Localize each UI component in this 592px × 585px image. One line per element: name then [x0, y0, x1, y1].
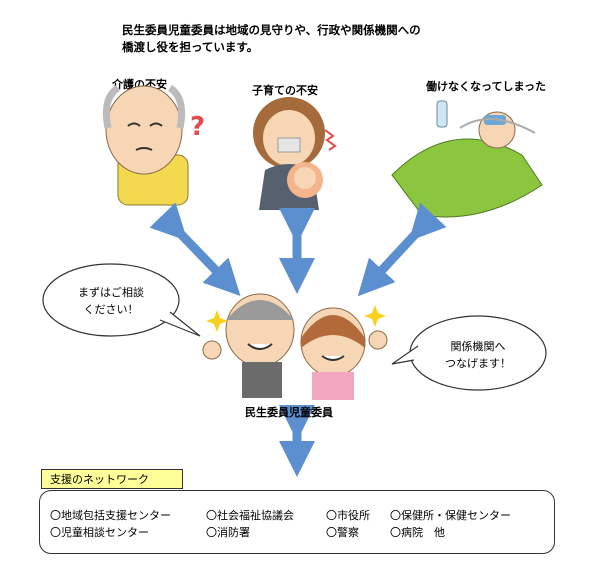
intro-text: 民生委員児童委員は地域の見守りや、行政や関係機関への 橋渡し役を担っています。: [122, 22, 482, 56]
left-bubble-line-1: まずはご相談: [78, 286, 144, 299]
left-bubble-line-2: ください！: [83, 303, 139, 316]
arrow-right-diagonal: [357, 202, 447, 297]
sick-person-illustration: [391, 100, 543, 218]
mother-baby-illustration: [253, 97, 337, 210]
support-item-hospital: 〇病院 他: [390, 526, 445, 539]
label-unable-to-work: 働けなくなってしまった: [426, 80, 547, 93]
support-network-tag: 支援のネットワーク: [41, 469, 183, 489]
support-item-fire-station: 〇消防署: [206, 526, 250, 539]
support-item-community-center: 〇地域包括支援センター: [50, 509, 171, 522]
label-parenting: 子育ての不安: [252, 84, 318, 97]
left-speech-bubble: [42, 263, 201, 337]
center-label-volunteers: 民生委員児童委員: [245, 406, 333, 419]
support-item-police: 〇警察: [326, 526, 359, 539]
svg-text:?: ?: [190, 112, 205, 142]
support-network-list: 〇地域包括支援センター 〇社会福祉協議会 〇市役所 〇保健所・保健センター 〇児…: [39, 490, 555, 554]
support-item-health-center: 〇保健所・保健センター: [390, 509, 511, 522]
right-bubble-line-1: 関係機関へ: [450, 340, 506, 353]
right-bubble-line-2: つなげます！: [445, 357, 511, 370]
right-bubble-text: 関係機関へ つなげます！: [428, 338, 528, 372]
welfare-volunteers-illustration: [202, 293, 388, 400]
support-item-welfare-council: 〇社会福祉協議会: [206, 509, 294, 522]
intro-line-1: 民生委員児童委員は地域の見守りや、行政や関係機関への: [122, 23, 421, 37]
elderly-man-illustration: ?: [102, 85, 205, 206]
support-item-city-hall: 〇市役所: [326, 509, 370, 522]
arrow-left-diagonal: [149, 202, 241, 296]
left-bubble-text: まずはご相談 ください！: [61, 284, 161, 318]
right-speech-bubble: [391, 315, 547, 391]
intro-line-2: 橋渡し役を担っています。: [122, 40, 259, 54]
support-item-child-guidance-center: 〇児童相談センター: [50, 526, 149, 539]
